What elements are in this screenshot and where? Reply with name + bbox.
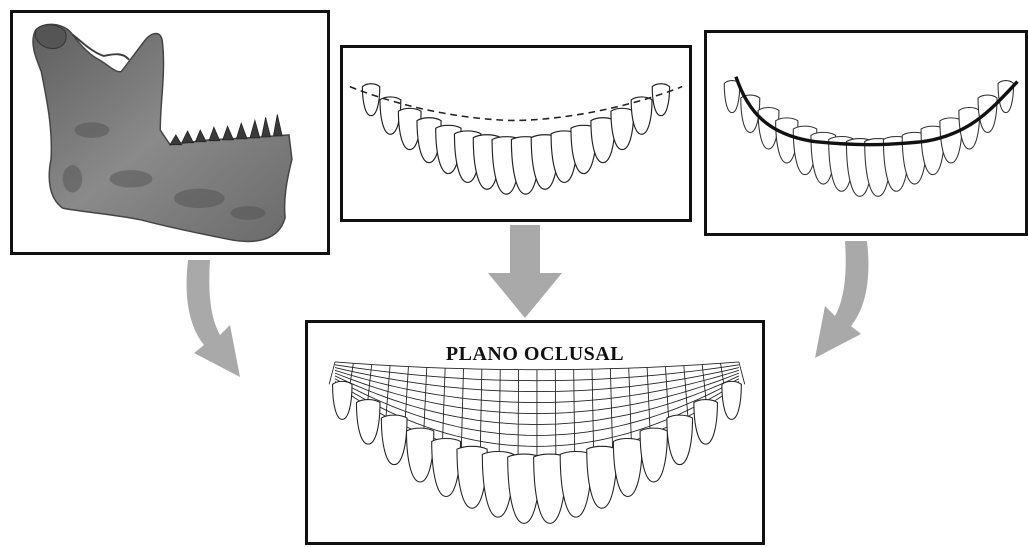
tooth <box>667 415 693 464</box>
down-arrow-center <box>488 225 562 318</box>
tooth <box>613 439 642 497</box>
tooth <box>406 428 433 482</box>
dental-arch-solid <box>707 33 1025 233</box>
tooth <box>356 400 380 445</box>
tooth <box>978 95 997 132</box>
mesh-line <box>335 362 739 370</box>
tooth <box>611 108 634 149</box>
tooth <box>940 118 962 163</box>
tooth <box>362 84 379 116</box>
dashed-curve-panel <box>340 45 692 222</box>
tooth <box>432 439 461 497</box>
tooth <box>652 84 669 116</box>
arch-teeth <box>724 81 1013 197</box>
tooth <box>722 381 741 419</box>
tooth <box>998 81 1014 113</box>
tooth <box>694 400 718 445</box>
arch-teeth <box>362 84 669 194</box>
curved-arrow-left <box>170 255 250 390</box>
mandible-panel <box>10 10 330 255</box>
solid-curve-panel <box>704 30 1028 236</box>
curved-arrow-right <box>805 236 885 371</box>
tooth <box>381 415 407 464</box>
mesh-line <box>329 362 335 384</box>
mesh-line <box>739 362 745 384</box>
tooth <box>333 381 352 419</box>
dental-arch-mesh <box>308 323 762 542</box>
tooth <box>587 446 617 508</box>
occlusal-plane-panel: PLANO OCLUSAL <box>305 320 765 545</box>
mandible-illustration <box>13 13 327 252</box>
dental-arch-dashed <box>343 48 689 219</box>
tooth <box>640 428 667 482</box>
